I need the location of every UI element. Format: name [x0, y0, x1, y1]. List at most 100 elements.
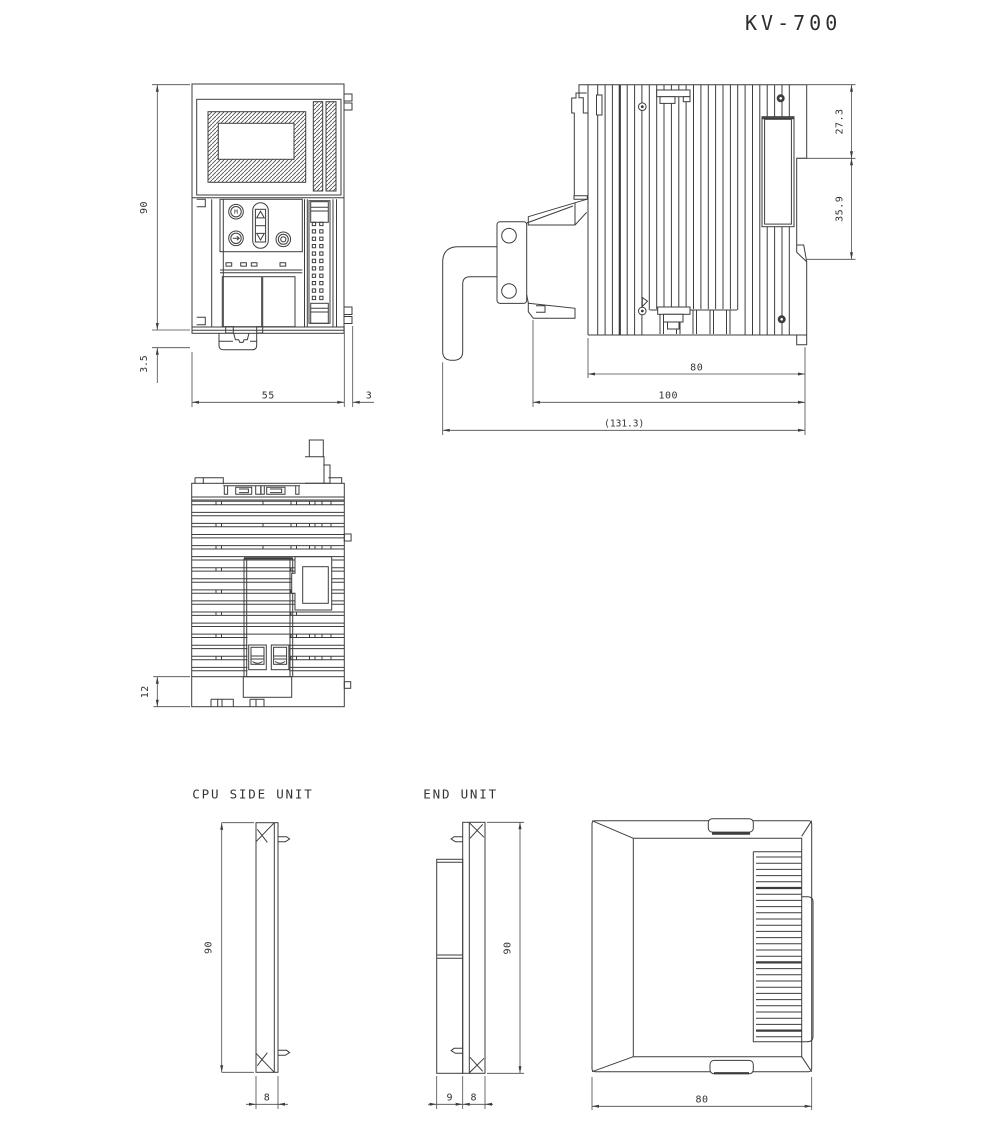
front-dim-width: 55 [262, 391, 275, 402]
front-dimension-lines [152, 84, 374, 407]
drawing-title: KV-700 [745, 11, 841, 35]
display-bezel [196, 98, 342, 196]
front-cover-profile [571, 92, 588, 200]
side-view: 27.3 35.9 80 100 (131.3) [442, 84, 856, 435]
rear-dimension-lines [591, 1077, 813, 1110]
down-arrow-icon [255, 232, 266, 242]
top-clip-plate-bar [656, 89, 691, 98]
side-dim-fin-depth: 80 [690, 362, 703, 373]
side-strip-hatch-1 [312, 101, 324, 192]
end-unit-panel-lines [436, 861, 463, 959]
reset-button-icon [280, 236, 287, 243]
cpu-dim-height: 90 [204, 941, 215, 954]
terminal-port-left-inner [250, 646, 265, 665]
side-port-opening [291, 556, 333, 611]
top-body-sides [191, 500, 345, 677]
bottom-latch-tab [709, 1059, 754, 1075]
din-clip-outline [218, 333, 258, 351]
right-edge-tabs [344, 93, 353, 324]
screw-bottom-left-center [640, 309, 644, 313]
top-base [191, 676, 345, 708]
connector-pins [311, 221, 324, 301]
heatsink-fins [597, 85, 790, 335]
rail-connector-block [761, 116, 795, 228]
rear-dim-width: 80 [695, 1094, 708, 1105]
cpu-unit-outline [255, 822, 279, 1073]
right-flange [801, 896, 814, 1043]
terminal-comb [223, 485, 300, 495]
side-dim-rail-top: 27.3 [835, 108, 846, 134]
top-band [191, 482, 345, 501]
bottom-clip-plate-bar [657, 306, 691, 315]
led-indicators [225, 262, 287, 267]
reset-button-mid [277, 233, 289, 245]
display-window [217, 122, 295, 160]
vent-slat-ticks [215, 501, 332, 660]
menu-button-outer [228, 203, 244, 220]
screw-top-right-center [779, 97, 782, 100]
end-unit-panel [436, 858, 464, 1074]
button-panel [219, 198, 303, 253]
vent-grille-frame [752, 851, 802, 1043]
top-corner-blocks [194, 477, 343, 485]
menu-button-label: M [234, 209, 238, 216]
terminal-port-right-inner [273, 646, 288, 665]
bottom-clip-plate-foot [667, 321, 680, 330]
rear-outline [591, 820, 813, 1073]
cpu-unit-hooks [278, 836, 291, 1056]
panel-lower-divider [220, 269, 303, 274]
front-dim-height: 90 [139, 201, 150, 214]
dsub-screw-top [501, 227, 517, 244]
up-arrow-icon [255, 210, 266, 219]
dsub-screw-bottom [501, 283, 517, 299]
base-feet [210, 698, 265, 707]
reset-button-outer [275, 231, 292, 248]
top-clip-plate-tab [682, 96, 691, 103]
terminal-port-details [251, 655, 287, 664]
side-dimension-lines [442, 84, 856, 435]
cpu-dim-width: 8 [264, 1093, 271, 1104]
end-dimension-lines [428, 821, 524, 1109]
enter-button-outer [228, 230, 244, 247]
vent-grille-lines [756, 856, 802, 1038]
top-dim-base-height: 12 [140, 685, 151, 698]
end-dim-panel-width: 9 [447, 1093, 454, 1104]
side-strip-hatch-2 [325, 101, 337, 192]
front-dim-tab: 3 [366, 391, 373, 402]
terminal-port-left [248, 644, 267, 671]
side-dim-rail-span: 35.9 [835, 196, 846, 222]
connector-top-bands [310, 206, 329, 212]
dsub-connector-body [496, 221, 528, 304]
end-unit-label: END UNIT [423, 787, 498, 802]
rear-view: 80 [591, 818, 814, 1110]
top-view: 12 [140, 439, 352, 708]
rear-inner-face [591, 820, 813, 1073]
din-rail-edge-profile [796, 84, 808, 335]
base-center-block [242, 676, 293, 698]
fin-clip-detail [596, 94, 603, 116]
terminal-port-right [270, 644, 290, 671]
menu-button-inner [230, 206, 242, 218]
end-unit-outline [462, 821, 486, 1074]
rail-connector-inner [764, 118, 792, 225]
front-door-right [262, 276, 296, 328]
screw-flag-mark [641, 296, 649, 308]
end-unit-chamfers [468, 822, 485, 1074]
front-dim-rail-offset: 3.5 [139, 355, 150, 372]
screw-top-left-center [640, 105, 644, 109]
bottom-right-foot [796, 335, 808, 346]
updown-button-capsule [252, 202, 269, 249]
cpu-side-unit-view: CPU SIDE UNIT 90 8 [192, 787, 312, 1109]
base-right-tab [343, 681, 352, 689]
center-channel-walls [243, 558, 294, 677]
inner-walls [192, 199, 344, 331]
left-notches [196, 198, 206, 326]
front-door-left [221, 276, 263, 328]
top-clip-plate-step [659, 96, 676, 104]
top-latch-tab [707, 818, 754, 833]
top-right-tab-mid [343, 533, 352, 542]
enter-button-inner [230, 232, 242, 245]
front-view: M 90 3.5 55 3 [139, 83, 374, 407]
door-feet [225, 326, 264, 334]
